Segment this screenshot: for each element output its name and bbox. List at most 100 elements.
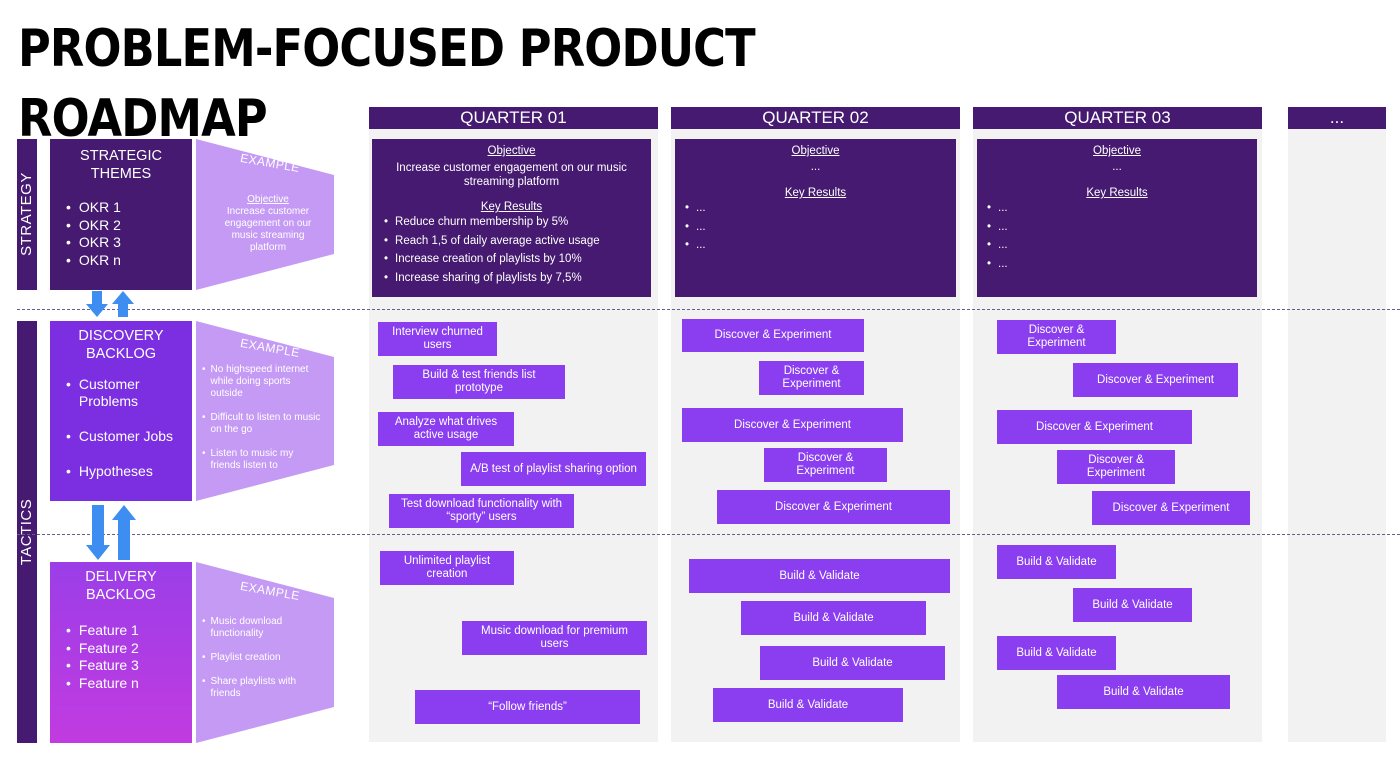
tactics-side-bar: TACTICS bbox=[17, 321, 37, 743]
discovery-item-card[interactable]: Interview churned users bbox=[378, 322, 497, 356]
delivery-example-panel: EXAMPLE •Music download functionality •P… bbox=[196, 562, 334, 743]
discovery-item-label: Customer Problems bbox=[78, 376, 140, 409]
discovery-item-card[interactable]: Discover & Experiment bbox=[997, 410, 1192, 444]
okr-item: OKR n bbox=[66, 252, 182, 270]
delivery-item-card[interactable]: Build & Validate bbox=[760, 646, 945, 680]
key-result: Increase creation of playlists by 10% bbox=[384, 250, 639, 269]
okr-q2: Objective ... Key Results ... ... ... bbox=[675, 139, 956, 297]
example-item-text: Playlist creation bbox=[210, 652, 281, 663]
okr-objective: ... bbox=[1112, 161, 1122, 173]
strategic-themes-heading: STRATEGIC THEMES bbox=[80, 148, 162, 182]
key-result: ... bbox=[987, 255, 1247, 274]
discovery-item-card[interactable]: Discover & Experiment bbox=[997, 320, 1116, 354]
delivery-item-card[interactable]: Build & Validate bbox=[689, 559, 950, 593]
quarter-n-header: ... bbox=[1288, 107, 1386, 129]
discovery-item-card[interactable]: Discover & Experiment bbox=[682, 319, 864, 352]
discovery-backlog-heading: DISCOVERY BACKLOG bbox=[78, 328, 164, 362]
strategy-side-bar: STRATEGY bbox=[17, 139, 37, 290]
discovery-item: Customer Jobs bbox=[66, 428, 182, 445]
okr-objective-label: Objective bbox=[791, 145, 840, 157]
discovery-item-card[interactable]: Discover & Experiment bbox=[1057, 450, 1175, 484]
discovery-item-card[interactable]: Discover & Experiment bbox=[1073, 363, 1238, 397]
okr-key-results-label: Key Results bbox=[1086, 187, 1148, 199]
discovery-item: Customer Problems bbox=[66, 376, 182, 410]
example-item: •Difficult to listen to music on the go bbox=[202, 412, 321, 435]
arrow-up-icon bbox=[112, 291, 134, 317]
okr-item: OKR 1 bbox=[66, 199, 182, 217]
discovery-item: Hypotheses bbox=[66, 463, 182, 480]
key-result: ... bbox=[685, 236, 946, 255]
key-result: ... bbox=[685, 199, 946, 218]
discovery-example-list: •No highspeed internet while doing sport… bbox=[202, 364, 322, 472]
delivery-backlog-heading: DELIVERY BACKLOG bbox=[85, 569, 157, 603]
okr-q1: Objective Increase customer engagement o… bbox=[372, 139, 651, 297]
okr-objective: ... bbox=[810, 161, 821, 173]
delivery-item-card[interactable]: Unlimited playlist creation bbox=[380, 551, 514, 585]
strategy-example-panel: EXAMPLE Objective Increase customer enga… bbox=[196, 139, 334, 290]
delivery-backlog-list: Feature 1 Feature 2 Feature 3 Feature n bbox=[60, 622, 182, 692]
okr-objective-label: Objective bbox=[1093, 145, 1141, 157]
quarter-n-column bbox=[1288, 129, 1386, 742]
example-item-text: No highspeed internet while doing sports… bbox=[210, 364, 309, 399]
delivery-item-card[interactable]: Build & Validate bbox=[997, 545, 1116, 579]
delivery-item-card[interactable]: Build & Validate bbox=[713, 688, 903, 722]
key-result: ... bbox=[987, 236, 1247, 255]
strategic-themes-list: OKR 1 OKR 2 OKR 3 OKR n bbox=[60, 199, 182, 269]
discovery-item-card[interactable]: Discover & Experiment bbox=[682, 408, 903, 442]
example-item: •Playlist creation bbox=[202, 652, 281, 663]
okr-key-results: Reduce churn membership by 5% Reach 1,5 … bbox=[384, 213, 639, 287]
tactics-label: TACTICS bbox=[18, 498, 35, 566]
example-item-text: Difficult to listen to music on the go bbox=[210, 412, 321, 435]
okr-key-results: ... ... ... ... bbox=[987, 199, 1247, 273]
key-result: ... bbox=[987, 218, 1247, 237]
feature-item: Feature 1 bbox=[66, 622, 182, 640]
example-item-text: Music download functionality bbox=[210, 616, 283, 639]
discovery-backlog-box: DISCOVERY BACKLOG Customer Problems Cust… bbox=[50, 321, 192, 501]
delivery-item-card[interactable]: Build & Validate bbox=[1073, 588, 1192, 622]
delivery-item-card[interactable]: Build & Validate bbox=[997, 636, 1116, 670]
delivery-example-list: •Music download functionality •Playlist … bbox=[202, 616, 324, 700]
okr-item: OKR 3 bbox=[66, 234, 182, 252]
example-objective: Objective Increase customer engagement o… bbox=[218, 194, 318, 254]
discovery-item-card[interactable]: Test download functionality with “sporty… bbox=[389, 494, 574, 528]
discovery-item-card[interactable]: Discover & Experiment bbox=[759, 361, 864, 395]
okr-q3: Objective ... Key Results ... ... ... ..… bbox=[977, 139, 1257, 297]
arrow-up-icon bbox=[112, 505, 136, 560]
key-result: Increase sharing of playlists by 7,5% bbox=[384, 269, 639, 288]
delivery-backlog-box: DELIVERY BACKLOG Feature 1 Feature 2 Fea… bbox=[50, 562, 192, 743]
page-title: PROBLEM-FOCUSED PRODUCT ROADMAP bbox=[18, 19, 756, 149]
delivery-item-card[interactable]: Music download for premium users bbox=[462, 621, 647, 655]
delivery-item-card[interactable]: “Follow friends” bbox=[415, 690, 640, 724]
example-item: •Share playlists with friends bbox=[202, 676, 324, 700]
discovery-item-card[interactable]: Discover & Experiment bbox=[1092, 491, 1250, 525]
feature-item: Feature n bbox=[66, 675, 182, 693]
discovery-delivery-divider bbox=[17, 534, 1400, 535]
example-objective-text: Increase customer engagement on our musi… bbox=[224, 206, 312, 253]
quarter-3-header: QUARTER 03 bbox=[973, 107, 1262, 129]
discovery-example-shape bbox=[196, 321, 334, 501]
quarter-2-header: QUARTER 02 bbox=[671, 107, 960, 129]
strategy-tactics-divider bbox=[17, 309, 1400, 310]
example-item: •Listen to music my friends listen to bbox=[202, 448, 322, 472]
discovery-backlog-list: Customer Problems Customer Jobs Hypothes… bbox=[60, 376, 182, 480]
delivery-item-card[interactable]: Build & Validate bbox=[1057, 675, 1230, 709]
strategy-example-shape bbox=[196, 139, 334, 290]
delivery-example-shape bbox=[196, 562, 334, 743]
discovery-item-card[interactable]: Build & test friends list prototype bbox=[393, 365, 565, 399]
example-item: •No highspeed internet while doing sport… bbox=[202, 364, 322, 400]
strategic-themes-box: STRATEGIC THEMES OKR 1 OKR 2 OKR 3 OKR n bbox=[50, 139, 192, 290]
feature-item: Feature 2 bbox=[66, 640, 182, 658]
discovery-item-card[interactable]: Discover & Experiment bbox=[764, 448, 887, 482]
key-result: ... bbox=[987, 199, 1247, 218]
discovery-item-card[interactable]: Discover & Experiment bbox=[717, 490, 950, 524]
example-objective-title: Objective bbox=[247, 194, 289, 205]
delivery-item-card[interactable]: Build & Validate bbox=[741, 601, 926, 635]
discovery-item-card[interactable]: Analyze what drives active usage bbox=[378, 412, 514, 446]
okr-item: OKR 2 bbox=[66, 217, 182, 235]
arrow-down-icon bbox=[86, 291, 108, 317]
okr-key-results-label: Key Results bbox=[784, 187, 847, 199]
quarter-1-header: QUARTER 01 bbox=[369, 107, 658, 129]
feature-item: Feature 3 bbox=[66, 657, 182, 675]
discovery-example-panel: EXAMPLE •No highspeed internet while doi… bbox=[196, 321, 334, 501]
discovery-item-card[interactable]: A/B test of playlist sharing option bbox=[461, 452, 646, 486]
